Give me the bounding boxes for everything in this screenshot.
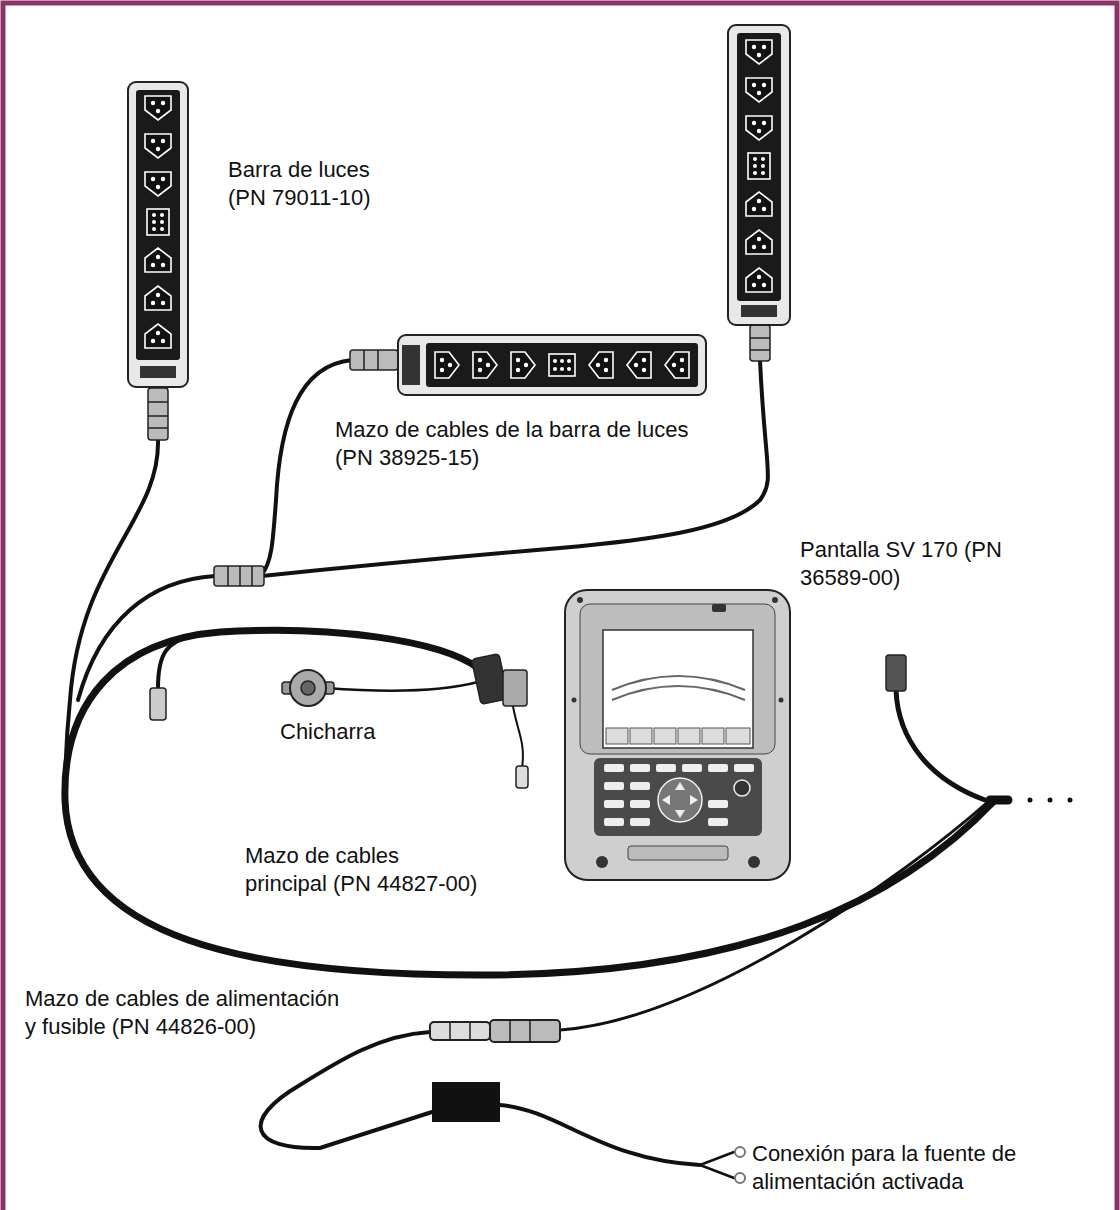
power-leads	[700, 1152, 734, 1178]
power-cable	[261, 1032, 432, 1148]
buzzer-wire	[326, 682, 478, 690]
display-console	[565, 590, 790, 880]
light-bar	[398, 335, 706, 395]
light-bar	[728, 25, 790, 325]
buzzer	[282, 670, 334, 706]
light-bar-cable	[65, 440, 158, 800]
part-label: Mazo de cables principal (PN 44827-00)	[245, 842, 483, 898]
part-label: Mazo de cables de la barra de luces (PN …	[335, 416, 720, 472]
continuation-dots	[1028, 798, 1073, 803]
part-label: Barra de luces (PN 79011-10)	[228, 156, 403, 212]
cables	[65, 360, 1008, 1178]
harness-branch	[158, 634, 200, 688]
connection-note: Conexión para la fuente de alimentación …	[752, 1140, 1042, 1196]
power-connector	[430, 1020, 560, 1042]
part-label: Pantalla SV 170 (PN 36589-00)	[800, 536, 1010, 592]
harness-branch	[896, 690, 985, 800]
ring-terminals	[735, 1147, 745, 1183]
harness-bundle	[990, 796, 1008, 805]
light-bar	[128, 82, 188, 387]
part-label: Chicharra	[280, 718, 420, 746]
part-label: Mazo de cables de alimentación y fusible…	[25, 985, 350, 1041]
fuse-holder	[432, 1082, 500, 1122]
loose-wire	[512, 700, 523, 768]
page-frame	[3, 3, 1117, 1210]
cable-connectors	[148, 325, 906, 788]
main-harness	[65, 630, 995, 975]
power-cable	[500, 1105, 700, 1165]
